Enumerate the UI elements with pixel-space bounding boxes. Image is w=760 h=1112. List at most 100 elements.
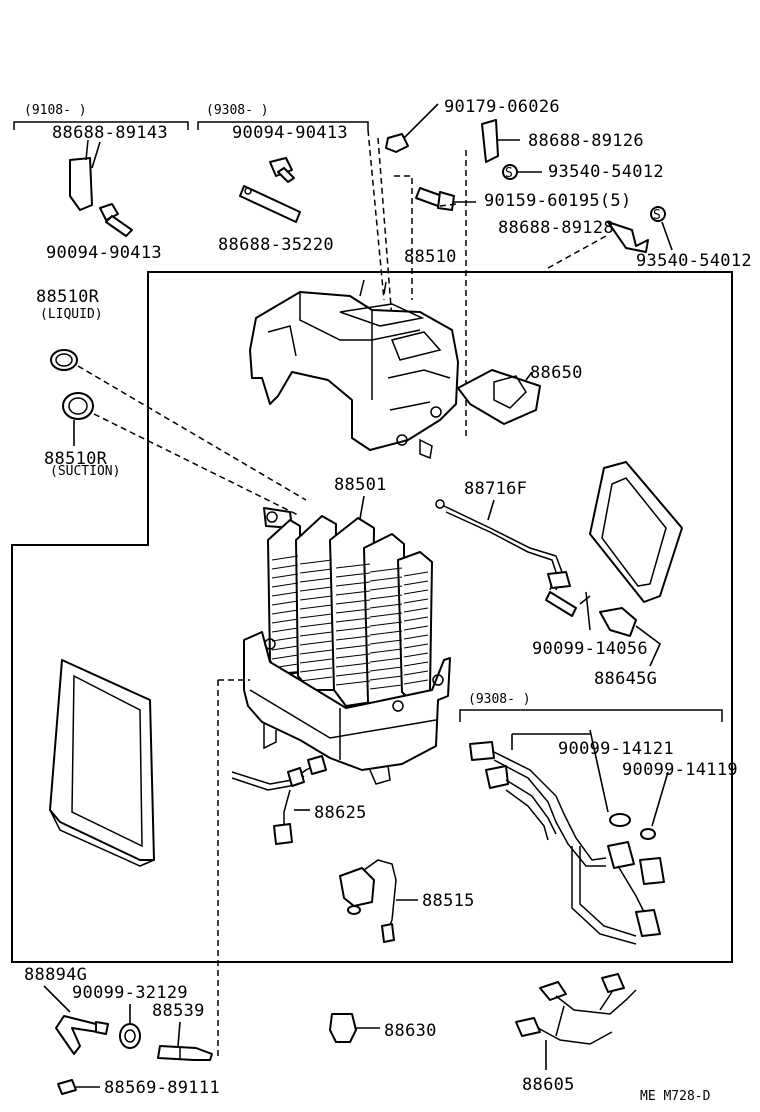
screw-93540-54012-a: S [502, 164, 542, 181]
label-88515: 88515 [422, 891, 475, 911]
label-liquid: (LIQUID) [40, 307, 103, 322]
evaporator-fins [271, 555, 429, 690]
bracket-9108: (9108- ) [13, 103, 189, 130]
label-90094-90413-a: 90094-90413 [46, 243, 162, 263]
fin-line [299, 559, 333, 565]
oring-88510R-suction [62, 392, 94, 446]
bolt-90159-60195 [415, 187, 476, 211]
label-88650: 88650 [530, 363, 583, 383]
harness-88625-part [231, 755, 327, 845]
fin-line [335, 680, 371, 686]
label-90099-14121: 90099-14121 [558, 739, 674, 759]
fin-line [403, 643, 429, 649]
filter-frame-right [589, 461, 683, 603]
filter-frame-left [49, 659, 155, 867]
fin-line [335, 617, 371, 623]
fin-line [335, 644, 371, 650]
pipe-assembly [469, 741, 665, 945]
label-suction: (SUCTION) [50, 464, 120, 479]
fin-line [335, 590, 371, 596]
fin-line [403, 625, 429, 631]
label-93540-54012-a: 93540-54012 [548, 162, 664, 182]
bracket-9308-lower-label: (9308- ) [468, 692, 531, 707]
fin-line [335, 626, 371, 632]
fin-line [403, 589, 429, 595]
fin-line [369, 684, 403, 690]
fin-line [335, 635, 371, 641]
fin-line [271, 564, 299, 570]
fin-line [335, 653, 371, 659]
fin-line [403, 661, 429, 667]
label-88539: 88539 [152, 1001, 205, 1021]
assembly-frame [11, 271, 733, 963]
fin-line [335, 599, 371, 605]
clip-88688-89128 [607, 221, 649, 253]
label-90179-06026: 90179-06026 [444, 97, 560, 117]
fin-line [299, 640, 333, 646]
upper-case-88510-part [249, 279, 459, 460]
fin-line [271, 582, 299, 588]
fin-line [271, 654, 299, 660]
clip-88688-89126 [481, 119, 520, 163]
label-88688-35220: 88688-35220 [218, 235, 334, 255]
thermistor-88716F-part [435, 499, 591, 617]
fin-line [403, 580, 429, 586]
fin-line [369, 666, 403, 672]
label-88605: 88605 [522, 1075, 575, 1095]
fin-line [271, 555, 299, 561]
fin-line [369, 567, 403, 573]
fin-line [299, 649, 333, 655]
fin-line [271, 645, 299, 651]
fin-line [271, 609, 299, 615]
bracket-9308-top: (9308- ) [197, 103, 369, 130]
fin-line [271, 600, 299, 606]
fin-line [299, 667, 333, 673]
fin-line [299, 586, 333, 592]
oring-88510R-liquid [50, 349, 78, 371]
fin-line [299, 676, 333, 682]
bracket-9308-lower: (9308- ) [459, 692, 723, 722]
fin-line [335, 671, 371, 677]
fin-line [369, 585, 403, 591]
label-88625: 88625 [314, 803, 367, 823]
svg-text:S: S [653, 208, 661, 223]
fin-line [299, 595, 333, 601]
fin-line [299, 577, 333, 583]
valve-88515-part [339, 859, 418, 943]
label-88716F: 88716F [464, 479, 527, 499]
svg-text:S: S [505, 166, 513, 181]
diagram-code: ME M728-D [640, 1089, 711, 1104]
label-88510: 88510 [404, 247, 457, 267]
hose-88894G-part [55, 1015, 109, 1055]
fin-line [403, 652, 429, 658]
bracket-9308-top-label: (9308- ) [206, 103, 269, 118]
label-88569-89111: 88569-89111 [104, 1078, 220, 1098]
fin-line [335, 572, 371, 578]
screw-93540-54012-b: S [650, 206, 673, 251]
fin-line [335, 563, 371, 569]
fin-line [335, 608, 371, 614]
fin-line [369, 630, 403, 636]
label-93540-54012-b: 93540-54012 [636, 251, 752, 271]
tube-88539-part [157, 1045, 213, 1061]
fin-line [299, 631, 333, 637]
fin-line [369, 657, 403, 663]
label-88501: 88501 [334, 475, 387, 495]
label-90099-14119: 90099-14119 [622, 760, 738, 780]
label-88894G: 88894G [24, 965, 87, 985]
fin-line [271, 627, 299, 633]
fin-line [335, 581, 371, 587]
fin-line [403, 679, 429, 685]
fin-line [369, 576, 403, 582]
bracket-9108-label: (9108- ) [24, 103, 87, 118]
fin-line [403, 670, 429, 676]
grommet-90099-32129-part [119, 1023, 141, 1049]
label-88645G: 88645G [594, 669, 657, 689]
strap-88688-35220-part [239, 157, 301, 223]
resistor-88650-part [457, 369, 541, 425]
nut-90179-06026 [385, 103, 439, 153]
sensor-88630-part [329, 1013, 380, 1043]
fin-line [369, 648, 403, 654]
fin-line [271, 618, 299, 624]
